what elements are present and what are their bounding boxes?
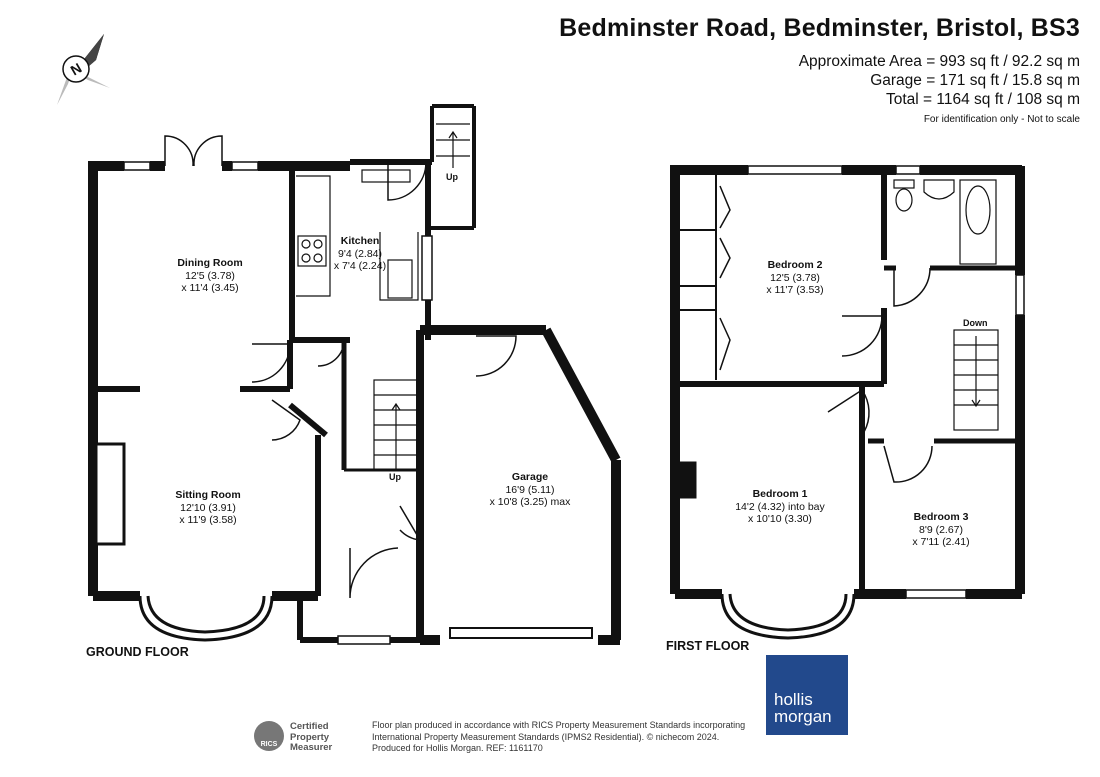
room-dining: Dining Room 12'5 (3.78) x 11'4 (3.45) — [150, 257, 270, 295]
logo-line-1: hollis — [774, 690, 813, 709]
room-bedroom-1-name: Bedroom 1 — [752, 488, 808, 500]
room-sitting: Sitting Room 12'10 (3.91) x 11'9 (3.58) — [148, 489, 268, 527]
disclaimer-line-2: International Property Measurement Stand… — [372, 731, 720, 742]
french-doors — [164, 135, 223, 167]
rics-badge-line-1: Certified — [290, 721, 329, 732]
room-bedroom-2: Bedroom 2 12'5 (3.78) x 11'7 (3.53) — [740, 259, 850, 297]
rics-badge-line-3: Measurer — [290, 742, 333, 753]
room-bedroom-3: Bedroom 3 8'9 (2.67) x 7'11 (2.41) — [886, 511, 996, 549]
room-kitchen: Kitchen 9'4 (2.84) x 7'4 (2.24) — [320, 235, 400, 273]
first-floor-windows — [747, 165, 1025, 599]
room-bedroom-3-dim1: 8'9 (2.67) — [918, 523, 964, 536]
first-floor-stairs — [953, 329, 999, 431]
first-floor-walls — [670, 165, 1025, 640]
room-garage-dim1: 16'9 (5.11) — [505, 483, 555, 496]
first-floor-label: FIRST FLOOR — [666, 639, 750, 653]
logo-line-2: morgan — [774, 707, 832, 726]
room-kitchen-dim2: x 7'4 (2.24) — [333, 260, 387, 272]
room-bedroom-3-name: Bedroom 3 — [913, 511, 969, 523]
room-bedroom-2-name: Bedroom 2 — [767, 259, 823, 271]
ground-floor-label: GROUND FLOOR — [86, 645, 189, 659]
room-garage-dim2: x 10'8 (3.25) max — [489, 496, 571, 508]
hollis-morgan-logo: hollis morgan — [766, 655, 848, 735]
room-bedroom-2-dim2: x 11'7 (3.53) — [766, 284, 824, 296]
rics-certified-badge: RICS Certified Property Measurer — [254, 721, 346, 755]
room-bedroom-2-dim1: 12'5 (3.78) — [770, 271, 820, 284]
ground-floor-doors — [251, 161, 517, 599]
room-dining-dim2: x 11'4 (3.45) — [181, 282, 239, 294]
stairs-up-kitchen-label: Up — [446, 172, 458, 182]
stairs-down-label: Down — [963, 318, 988, 328]
room-dining-dim1: 12'5 (3.78) — [185, 269, 235, 282]
rics-badge-line-2: Property — [290, 731, 330, 743]
room-sitting-name: Sitting Room — [175, 489, 241, 501]
room-bedroom-1: Bedroom 1 14'2 (4.32) into bay x 10'10 (… — [720, 488, 840, 526]
room-garage: Garage 16'9 (5.11) x 10'8 (3.25) max — [470, 471, 590, 509]
disclaimer: Floor plan produced in accordance with R… — [372, 720, 745, 755]
rics-logo-icon: RICS — [254, 721, 284, 751]
room-kitchen-dim1: 9'4 (2.84) — [337, 247, 383, 260]
room-sitting-dim1: 12'10 (3.91) — [180, 501, 236, 514]
ground-floor-windows — [123, 161, 433, 645]
rics-logo-text: RICS — [260, 741, 278, 748]
garage-area: Garage = 171 sq ft / 15.8 sq m — [870, 72, 1080, 89]
room-dining-name: Dining Room — [177, 257, 243, 269]
bathroom-fittings — [893, 179, 997, 265]
room-bedroom-1-dim2: x 10'10 (3.30) — [748, 513, 812, 525]
approximate-area: Approximate Area = 993 sq ft / 92.2 sq m — [798, 53, 1080, 70]
room-garage-name: Garage — [511, 471, 549, 483]
stairs-up-hall-label: Up — [389, 472, 401, 482]
not-to-scale-note: For identification only - Not to scale — [923, 114, 1080, 125]
first-floor-doors — [719, 185, 933, 483]
ground-floor-walls — [88, 104, 621, 645]
compass-rose-icon: N — [40, 34, 110, 105]
total-area: Total = 1164 sq ft / 108 sq m — [885, 91, 1080, 108]
room-kitchen-name: Kitchen — [340, 235, 380, 247]
room-sitting-dim2: x 11'9 (3.58) — [179, 514, 237, 526]
property-address: Bedminster Road, Bedminster, Bristol, BS… — [559, 14, 1080, 42]
disclaimer-line-3: Produced for Hollis Morgan. REF: 1161170 — [372, 743, 543, 753]
kitchen-fittings — [296, 169, 419, 301]
disclaimer-line-1: Floor plan produced in accordance with R… — [372, 720, 746, 730]
ground-floor-stairs — [373, 123, 470, 471]
room-bedroom-3-dim2: x 7'11 (2.41) — [912, 536, 970, 548]
room-bedroom-1-dim1: 14'2 (4.32) into bay — [735, 500, 825, 513]
